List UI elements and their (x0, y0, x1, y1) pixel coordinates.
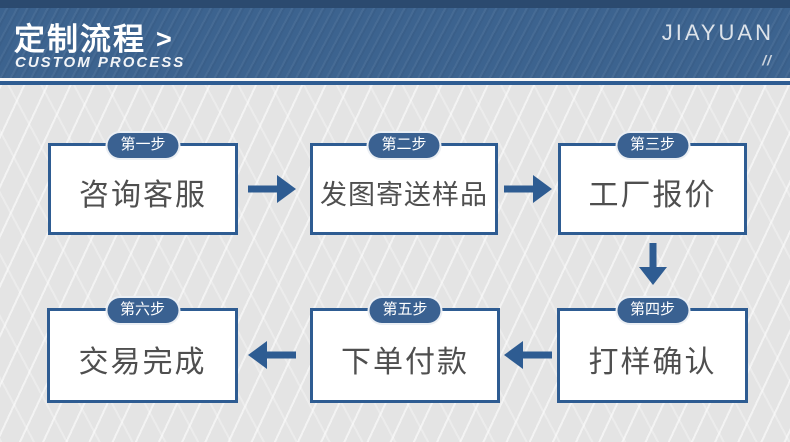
arrow-right-icon (246, 172, 298, 206)
step-badge-5: 第五步 (367, 296, 443, 325)
step-label-4: 打样确认 (588, 345, 717, 379)
header-divider-white (0, 78, 790, 81)
step-box-3: 第三步 工厂报价 (558, 131, 747, 235)
header: 定制流程 > CUSTOM PROCESS JIAYUAN // (0, 0, 790, 85)
step-badge-4: 第四步 (614, 296, 691, 325)
brand-slashes-mark: // (762, 52, 772, 68)
title-caret-icon: > (156, 24, 172, 54)
arrow-down-icon (636, 241, 670, 287)
header-top-strip (0, 0, 790, 8)
header-divider-blue (0, 81, 790, 85)
step-label-6: 交易完成 (78, 345, 207, 379)
arrow-left-icon (246, 338, 298, 372)
step-badge-6: 第六步 (104, 296, 181, 325)
step-label-3: 工厂报价 (588, 179, 717, 212)
step-box-1: 第一步 咨询客服 (48, 131, 238, 235)
arrow-left-icon (502, 338, 554, 372)
step-box-6: 第六步 交易完成 (47, 296, 238, 403)
step-box-4: 第四步 打样确认 (557, 296, 748, 403)
step-box-2: 第二步 发图寄送样品 (310, 131, 498, 235)
step-badge-3: 第三步 (614, 131, 691, 160)
brand-name: JIAYUAN (661, 20, 774, 45)
page-title: 定制流程 (14, 22, 146, 57)
step-label-1: 咨询客服 (79, 179, 207, 212)
arrow-right-icon (502, 172, 554, 206)
step-label-5: 下单付款 (341, 345, 469, 379)
step-box-5: 第五步 下单付款 (310, 296, 500, 403)
page-title-row: 定制流程 > (14, 14, 172, 59)
step-label-2: 发图寄送样品 (320, 179, 488, 210)
page-subtitle: CUSTOM PROCESS (15, 54, 186, 71)
step-badge-1: 第一步 (105, 131, 181, 160)
step-badge-2: 第二步 (366, 131, 442, 160)
